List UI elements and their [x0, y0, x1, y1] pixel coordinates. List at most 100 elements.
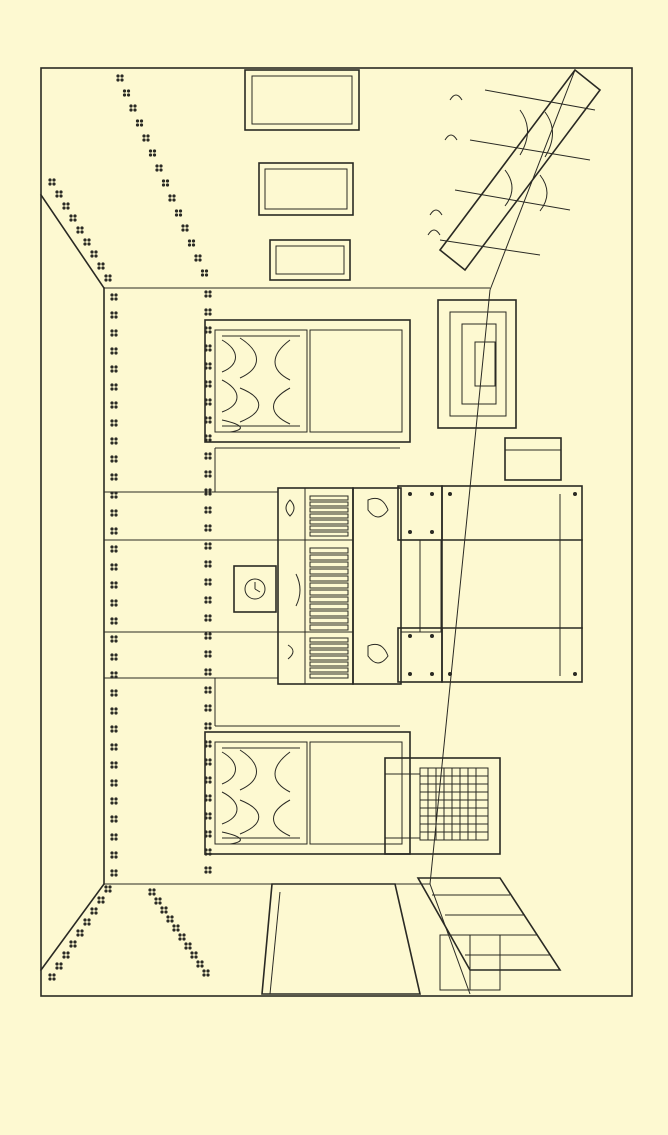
ornament-dot — [204, 690, 208, 694]
ornament-dot — [172, 924, 176, 928]
ornament-dot — [87, 242, 91, 246]
ornament-dot — [90, 911, 94, 915]
ornament-dot — [48, 973, 52, 977]
ornament-dot — [208, 582, 212, 586]
ornament-dot — [110, 495, 114, 499]
ornament-dot — [208, 708, 212, 712]
ornament-dot — [208, 564, 212, 568]
ornament-dot — [178, 937, 182, 941]
ornament-dot — [114, 567, 118, 571]
book — [309, 531, 349, 537]
ornament-dot — [110, 851, 114, 855]
ornament-dot — [94, 911, 98, 915]
ornament-dot — [146, 134, 150, 138]
ornament-dot — [62, 202, 66, 206]
book — [309, 547, 349, 554]
ornament-dot — [110, 837, 114, 841]
ornament-dot — [208, 834, 212, 838]
ornament-dot — [114, 797, 118, 801]
ornament-dot — [48, 977, 52, 981]
ornament-dot — [122, 93, 127, 97]
ornament-dot — [114, 585, 118, 589]
ornament-dot — [114, 689, 118, 693]
ornament-dot — [80, 933, 84, 937]
ornament-dot — [155, 164, 159, 168]
ornament-dot — [204, 312, 208, 316]
ornament-dot — [110, 711, 114, 715]
ornament-dot — [76, 230, 80, 234]
ornament-dot — [152, 149, 157, 153]
ornament-dot — [196, 964, 200, 968]
ornament-dot — [110, 707, 114, 711]
ornament-dot — [133, 104, 137, 108]
ornament-dot — [114, 743, 118, 747]
ornament-dot — [208, 722, 212, 726]
ornament-dot — [108, 274, 112, 278]
ornament-dot — [108, 889, 112, 893]
ornament-dot — [76, 226, 80, 230]
ornament-dot — [208, 668, 212, 672]
ornament-dot — [208, 636, 212, 640]
ornament-dot — [206, 969, 210, 973]
ornament-dot — [204, 636, 208, 640]
ornament-dot — [170, 915, 174, 919]
ornament-dot — [114, 599, 118, 603]
ornament-dot — [101, 266, 105, 270]
ornament-dot — [208, 740, 212, 744]
ornament-dot — [133, 108, 137, 112]
ornament-dot — [208, 798, 212, 802]
ornament-dot — [97, 266, 101, 270]
ornament-dot — [114, 513, 118, 517]
ornament-dot — [208, 686, 212, 690]
ornament-dot — [208, 596, 212, 600]
ornament-dot — [114, 545, 118, 549]
ornament-dot — [166, 919, 170, 923]
ornament-dot — [204, 866, 208, 870]
ornament-dot — [66, 955, 70, 959]
ornament-dot — [110, 455, 114, 459]
book — [309, 596, 349, 603]
ornament-dot — [204, 542, 208, 546]
ornament-dot — [104, 885, 108, 889]
ornament-dot — [208, 546, 212, 550]
ornament-dot — [204, 452, 208, 456]
ornament-dot — [52, 977, 56, 981]
ornament-dot — [172, 198, 176, 202]
ornament-dot — [129, 108, 133, 112]
ornament-dot — [185, 228, 189, 232]
ornament-dot — [110, 765, 114, 769]
ornament-dot — [148, 888, 152, 892]
ornament-dot — [204, 596, 208, 600]
ornament-dot — [204, 578, 208, 582]
ornament-dot — [194, 254, 198, 258]
ornament-dot — [110, 797, 114, 801]
ornament-dot — [152, 892, 156, 896]
book — [309, 582, 349, 589]
ornament-dot — [110, 779, 114, 783]
ornament-dot — [114, 747, 118, 751]
ornament-dot — [208, 402, 212, 406]
ornament-dot — [110, 801, 114, 805]
ornament-dot — [59, 190, 63, 194]
ornament-dot — [110, 347, 114, 351]
ornament-dot — [204, 582, 208, 586]
ornament-dot — [48, 182, 52, 186]
ornament-dot — [164, 906, 168, 910]
book — [309, 495, 349, 501]
ornament-dot — [200, 964, 204, 968]
ornament-dot — [204, 273, 209, 277]
ornament-dot — [110, 297, 114, 301]
ornament-dot — [161, 179, 166, 183]
ornament-dot — [90, 250, 94, 254]
ornament-dot — [182, 933, 186, 937]
ornament-dot — [90, 254, 94, 258]
ornament-dot — [200, 269, 205, 273]
ornament-dot — [110, 693, 114, 697]
ornament-dot — [204, 524, 208, 528]
ornament-dot — [154, 901, 158, 905]
ornament-dot — [69, 944, 73, 948]
ornament-dot — [204, 686, 208, 690]
ornament-dot — [114, 693, 118, 697]
ornament-dot — [55, 962, 59, 966]
